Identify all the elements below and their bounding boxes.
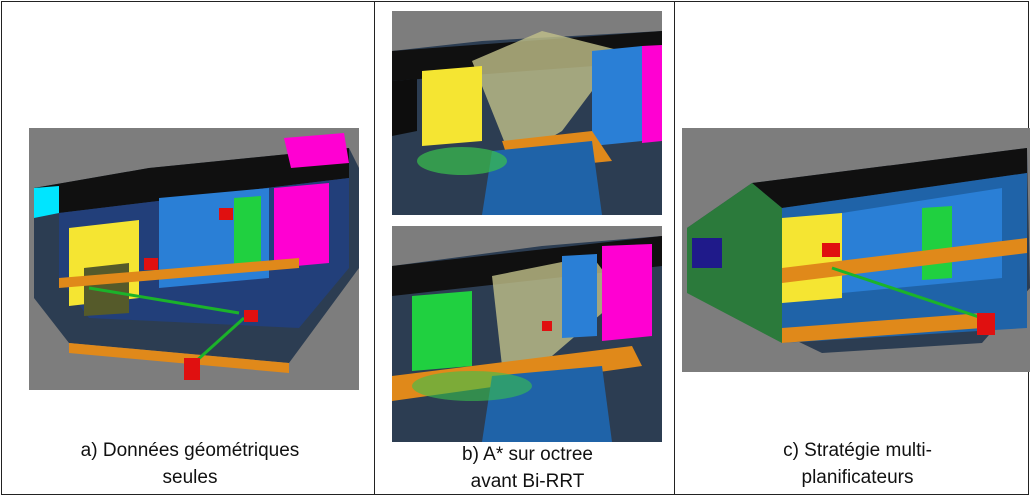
panel-b-top-render xyxy=(392,11,662,215)
panel-c-scene xyxy=(687,148,1030,353)
caption-b-line2: avant Bi-RRT xyxy=(470,471,585,492)
caption-a: a) Données géométriques seules xyxy=(20,437,360,491)
panel-b-top-scene xyxy=(392,31,662,215)
panel-a-scene xyxy=(34,133,359,380)
panel-b-bottom-scene xyxy=(392,236,662,442)
caption-c: c) Stratégie multi- planificateurs xyxy=(690,437,1025,491)
caption-b: b) A* sur octree avant Bi-RRT xyxy=(385,441,670,495)
caption-a-line2: seules xyxy=(162,467,218,488)
caption-a-line1: a) Données géométriques xyxy=(80,440,300,461)
divider-1 xyxy=(374,1,375,495)
panel-c-render xyxy=(682,128,1030,372)
caption-c-line2: planificateurs xyxy=(801,467,914,488)
caption-b-line1: b) A* sur octree xyxy=(462,444,593,465)
caption-c-line1: c) Stratégie multi- xyxy=(783,440,932,461)
panel-b-bottom-render xyxy=(392,226,662,442)
panel-a-render xyxy=(29,128,359,390)
divider-2 xyxy=(674,1,675,495)
